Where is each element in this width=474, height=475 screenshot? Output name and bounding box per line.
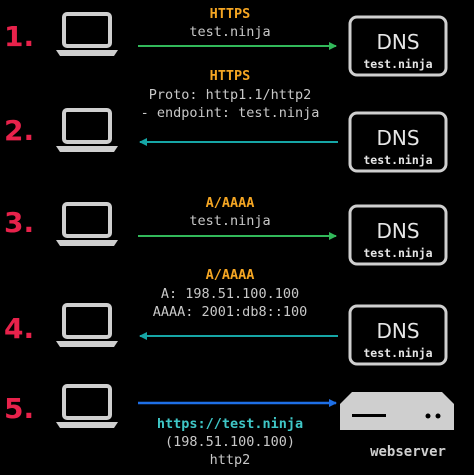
server-icon <box>348 304 448 366</box>
laptop-icon <box>54 202 120 248</box>
laptop-icon <box>54 384 120 430</box>
dns-title: DNS <box>376 319 419 343</box>
step-3: 3. A/AAAA test.ninja DNS test.ninja <box>4 195 448 266</box>
query-line: test.ninja <box>189 24 270 40</box>
webserver-label: webserver <box>370 444 446 460</box>
server-icon <box>348 111 448 173</box>
server-icon <box>348 15 448 77</box>
dns-subtitle: test.ninja <box>363 57 432 71</box>
dns-title: DNS <box>376 30 419 54</box>
dns-server-box: DNS test.ninja <box>348 204 448 266</box>
server-icon <box>348 204 448 266</box>
protocol-label: A/AAAA <box>206 267 255 283</box>
step-number: 4. <box>4 312 34 345</box>
step-number: 3. <box>4 206 34 239</box>
protocol-label: HTTPS <box>210 68 251 84</box>
response-line: Proto: http1.1/http2 <box>149 87 312 103</box>
laptop-icon <box>54 12 120 58</box>
query-line: test.ninja <box>189 213 270 229</box>
step-5: 5. https://test.ninja (198.51.100.100) h… <box>4 384 454 468</box>
step-4: 4. A/AAAA A: 198.51.100.100 AAAA: 2001:d… <box>4 267 448 366</box>
step-2: 2. HTTPS Proto: http1.1/http2 - endpoint… <box>4 68 448 173</box>
url-label: https://test.ninja <box>157 416 303 432</box>
webserver: webserver <box>340 392 454 460</box>
dns-server-box: DNS test.ninja <box>348 15 448 77</box>
dns-subtitle: test.ninja <box>363 153 432 167</box>
laptop-icon <box>54 303 120 349</box>
dns-subtitle: test.ninja <box>363 346 432 360</box>
protocol-label: HTTPS <box>210 6 251 22</box>
step-number: 5. <box>4 392 34 425</box>
step-number: 1. <box>4 20 34 53</box>
laptop-icon <box>54 108 120 154</box>
step-number: 2. <box>4 114 34 147</box>
server-rack-icon <box>340 392 454 430</box>
dns-server-box: DNS test.ninja <box>348 111 448 173</box>
response-line: AAAA: 2001:db8::100 <box>153 304 307 320</box>
dns-server-box: DNS test.ninja <box>348 304 448 366</box>
dns-subtitle: test.ninja <box>363 246 432 260</box>
dns-title: DNS <box>376 126 419 150</box>
step-1: 1. HTTPS test.ninja DNS test.ninja <box>4 6 448 77</box>
dns-title: DNS <box>376 219 419 243</box>
response-line: - endpoint: test.ninja <box>141 105 320 121</box>
connect-line: http2 <box>210 452 251 468</box>
protocol-label: A/AAAA <box>206 195 255 211</box>
response-line: A: 198.51.100.100 <box>161 286 299 302</box>
connect-line: (198.51.100.100) <box>165 434 295 450</box>
